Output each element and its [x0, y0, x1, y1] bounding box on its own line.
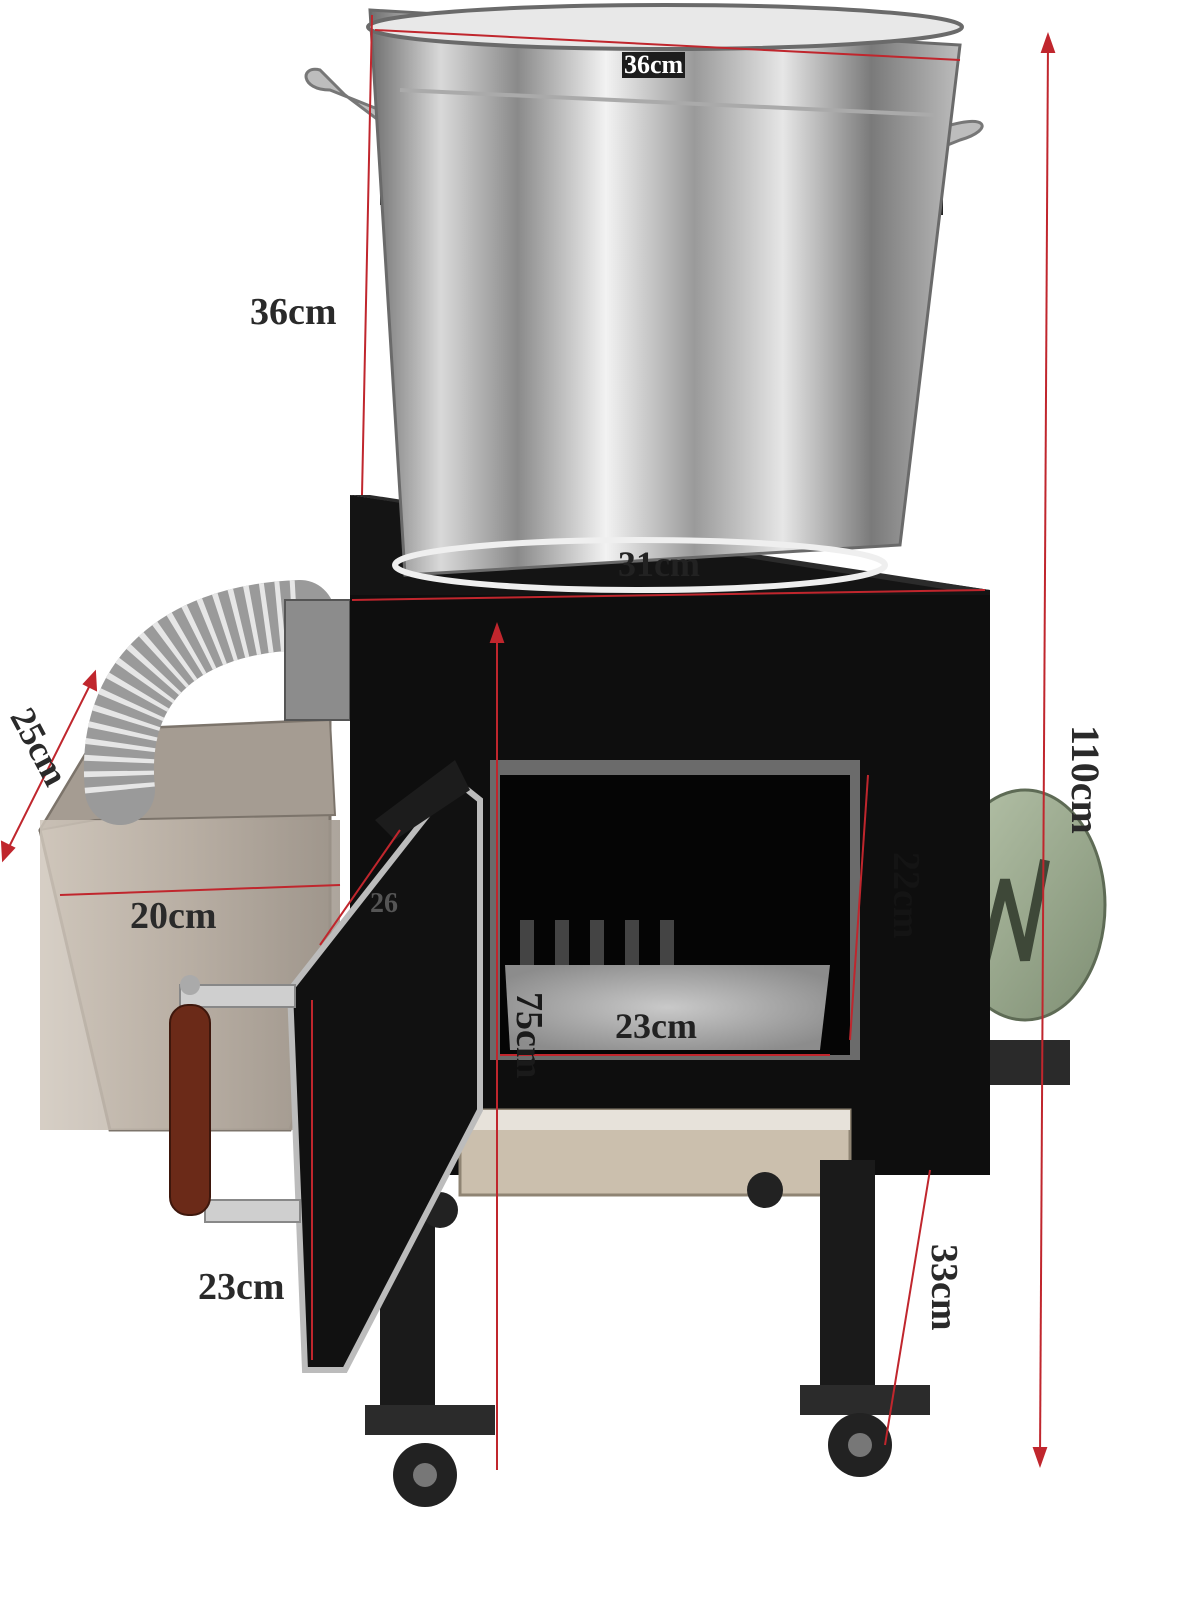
label-leg-height: 33cm [923, 1244, 965, 1331]
label-tank-width: 20cm [130, 895, 217, 937]
label-handle-length: 23cm [198, 1266, 285, 1308]
dimension-lines [0, 14, 1056, 1470]
dim-line-tank-width [59, 884, 341, 896]
label-door-edge: 26 [370, 888, 398, 919]
dim-line-pot-height [361, 14, 373, 496]
label-door-height: 22cm [885, 852, 927, 939]
dim-line-door-edge [319, 829, 401, 946]
dim-line-leg-height [884, 1169, 931, 1446]
fire-door [286, 760, 483, 1373]
label-pot-base-diameter: 31cm [618, 544, 700, 584]
dim-line-door-height [849, 774, 869, 1041]
stockpot [304, 3, 984, 593]
dim-line-total-height [1039, 39, 1049, 1461]
dim-line-tank-depth [4, 674, 96, 856]
legs [365, 1160, 930, 1507]
flex-pipe [83, 580, 351, 825]
label-firebox-width: 23cm [615, 1006, 697, 1046]
label-pot-diameter: 36cm [622, 50, 686, 79]
grate [520, 920, 674, 975]
label-stand-height: 75cm [508, 992, 550, 1079]
door-handle [169, 975, 301, 1223]
label-pot-height: 36cm [250, 291, 337, 333]
dim-line-pot-diameter [374, 29, 961, 61]
dim-line-pot-base [351, 589, 986, 601]
label-total-height: 110cm [1063, 725, 1108, 834]
